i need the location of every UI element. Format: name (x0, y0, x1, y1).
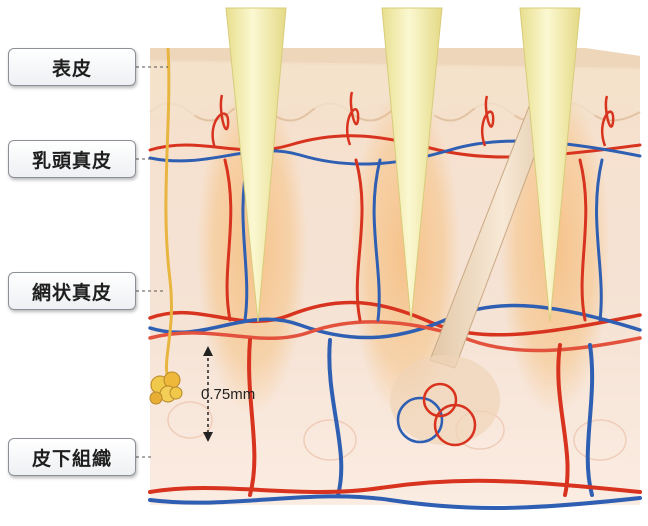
label-subcutaneous: 皮下組織 (8, 438, 136, 476)
sweat-duct (164, 47, 174, 379)
follicle-vessels (396, 382, 477, 447)
label-reticular-dermis: 網状真皮 (8, 272, 136, 310)
depth-arrow (203, 346, 213, 442)
reticular-plexus (148, 300, 642, 353)
leader-lines (136, 66, 168, 458)
label-epidermis: 表皮 (8, 48, 136, 86)
bottom-plexus (148, 478, 642, 511)
deep-vessels (247, 338, 595, 497)
label-papillary-dermis: 乳頭真皮 (8, 140, 136, 178)
depth-measurement: 0.75mm (201, 386, 256, 403)
microneedle-1 (225, 7, 287, 323)
microneedle-3 (519, 7, 581, 323)
hair-bulb (390, 355, 500, 445)
microneedle-2 (381, 7, 443, 323)
capillary-loops (211, 91, 615, 149)
sweat-gland (149, 371, 183, 405)
